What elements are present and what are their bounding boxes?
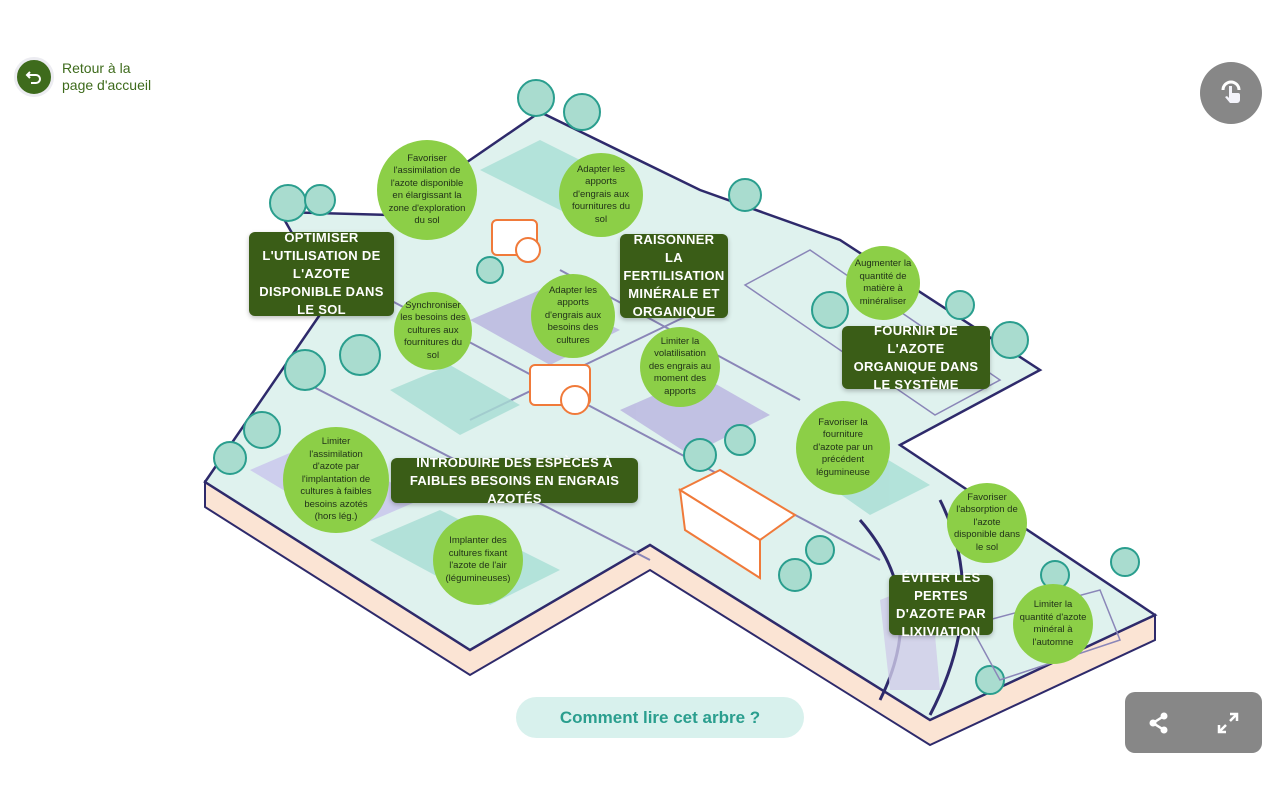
objective-eviter[interactable]: ÉVITER LES PERTES D'AZOTE PAR LIXIVIATIO… xyxy=(889,570,993,639)
lever-augmenter-matiere[interactable]: Augmenter la quantité de matière à minér… xyxy=(846,246,920,320)
lever-implanter-legumineuses[interactable]: Implanter des cultures fixant l'azote de… xyxy=(433,515,523,605)
lever-favoriser-assimilation[interactable]: Favoriser l'assimilation de l'azote disp… xyxy=(377,140,477,240)
objective-introduire[interactable]: INTRODUIRE DES ESPÈCES À FAIBLES BESOINS… xyxy=(391,455,638,506)
expand-icon[interactable] xyxy=(1208,703,1248,743)
lever-synchroniser[interactable]: Synchroniser les besoins des cultures au… xyxy=(394,292,472,370)
share-icon[interactable] xyxy=(1139,703,1179,743)
toolbar xyxy=(1125,692,1262,753)
objective-fournir[interactable]: FOURNIR DE L'AZOTE ORGANIQUE DANS LE SYS… xyxy=(842,323,990,392)
objective-raisonner[interactable]: RAISONNER LA FERTILISATION MINÉRALE ET O… xyxy=(620,232,728,319)
lever-limiter-azote-automne[interactable]: Limiter la quantité d'azote minéral à l'… xyxy=(1013,584,1093,664)
interaction-mode-button[interactable] xyxy=(1200,62,1262,124)
hand-tap-icon xyxy=(1216,76,1246,111)
back-label-line2: page d'accueil xyxy=(62,77,152,93)
tractors xyxy=(491,219,591,415)
trees xyxy=(213,79,1140,695)
lever-favoriser-absorption[interactable]: Favoriser l'absorption de l'azote dispon… xyxy=(947,483,1027,563)
lever-adapter-fournitures[interactable]: Adapter les apports d'engrais aux fourni… xyxy=(559,153,643,237)
back-label-line1: Retour à la xyxy=(62,60,131,76)
lever-adapter-besoins[interactable]: Adapter les apports d'engrais aux besoin… xyxy=(531,274,615,358)
lever-precedent-legumineuse[interactable]: Favoriser la fourniture d'azote par un p… xyxy=(796,401,890,495)
how-to-read-button[interactable]: Comment lire cet arbre ? xyxy=(516,697,804,738)
undo-arrow-icon xyxy=(14,57,54,97)
objective-optimiser[interactable]: OPTIMISER L'UTILISATION DE L'AZOTE DISPO… xyxy=(249,230,394,317)
barn xyxy=(677,468,797,580)
lever-limiter-assimilation[interactable]: Limiter l'assimilation d'azote par l'imp… xyxy=(283,427,389,533)
lever-limiter-volatilisation[interactable]: Limiter la volatilisation des engrais au… xyxy=(640,327,720,407)
